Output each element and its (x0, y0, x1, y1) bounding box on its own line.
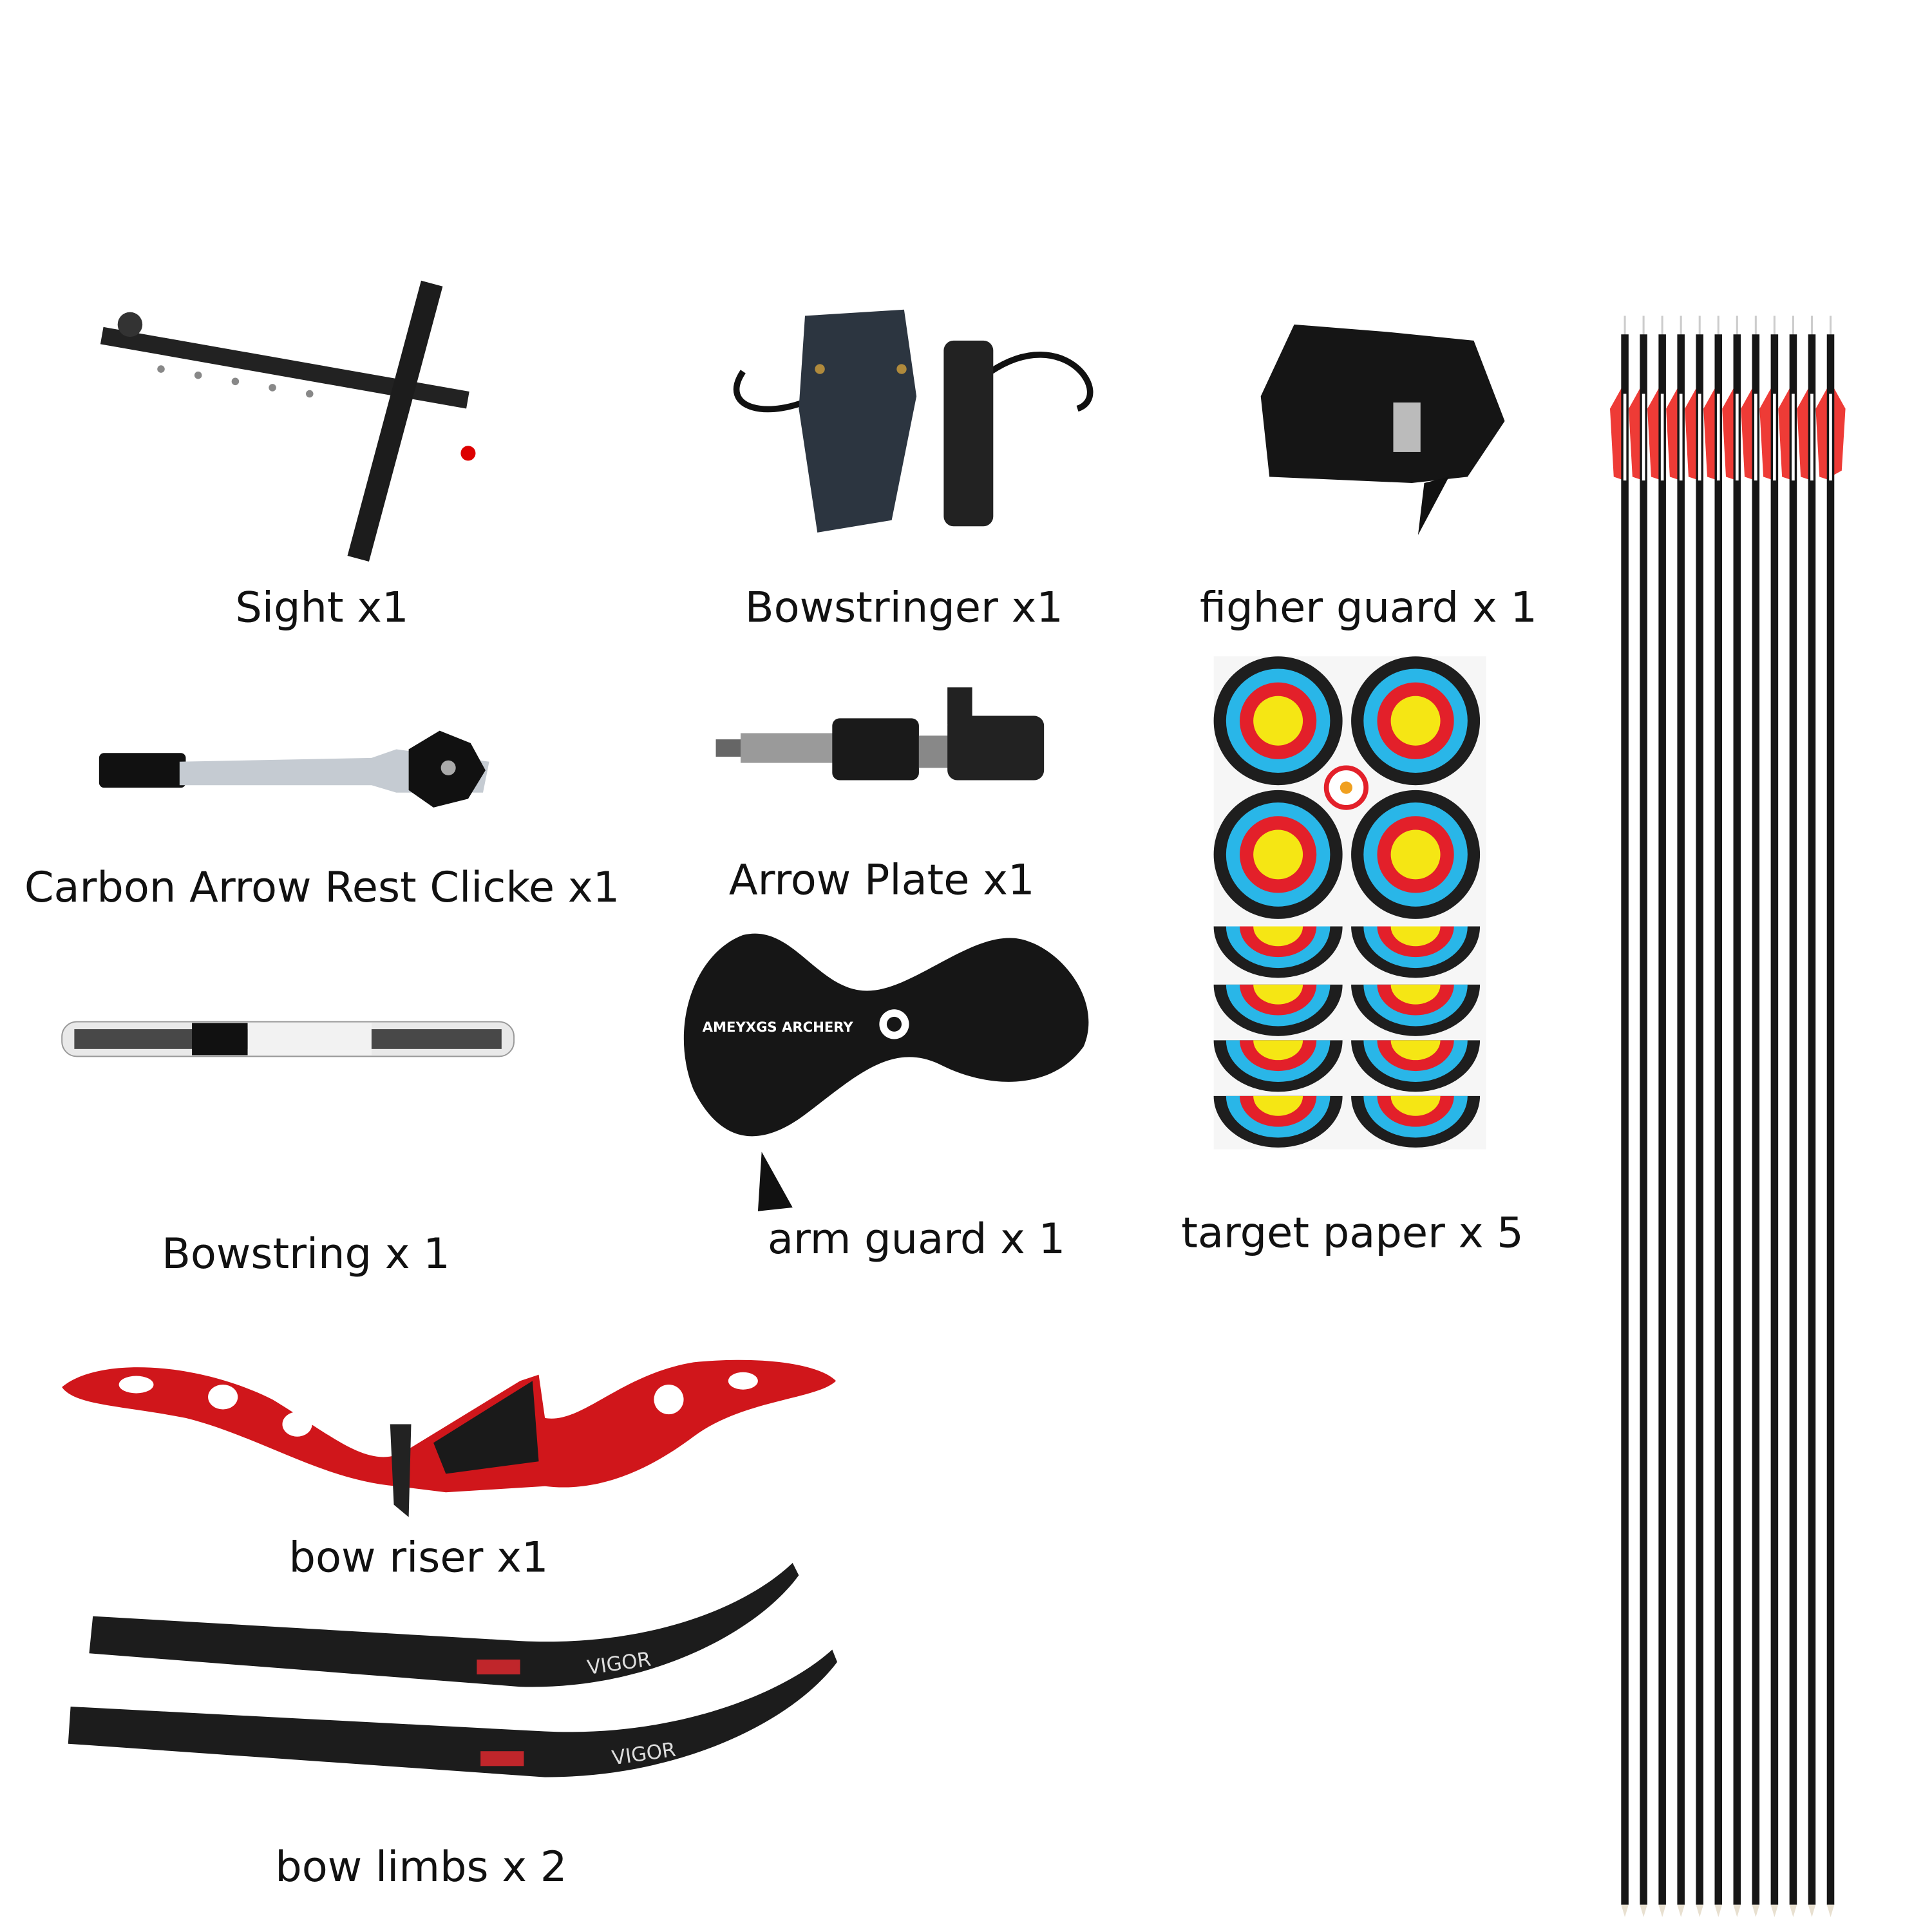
label-arrow-rest-clicker: Carbon Arrow Rest Clicke x1 (24, 863, 620, 912)
target-face (1351, 790, 1481, 919)
label-arm-guard: arm guard x 1 (768, 1215, 1065, 1264)
target-half-face (1351, 984, 1481, 1036)
bow-riser-icon (62, 1359, 837, 1517)
arrow-icon (1685, 316, 1703, 1917)
arm-guard-brand: AMEYXGS ARCHERY (703, 1019, 854, 1035)
arrow-icon (1610, 316, 1629, 1917)
label-finger-guard: figher guard x 1 (1200, 583, 1537, 632)
target-half-face (1213, 984, 1343, 1036)
bow-sight-icon (100, 280, 476, 562)
target-half-face (1351, 1095, 1481, 1148)
arrow-icon (1722, 316, 1741, 1917)
target-paper-icon (1213, 656, 1486, 1150)
arrow-icon (1778, 316, 1797, 1917)
arm-guard-icon: AMEYXGS ARCHERY (683, 933, 1089, 1211)
bow-limbs-icon: VIGOR VIGOR (68, 1562, 837, 1777)
label-arrow-plate: Arrow Plate x1 (729, 855, 1035, 904)
arrow-icon (1647, 316, 1666, 1917)
arrow-icon (1666, 316, 1685, 1917)
arrow-icon (1741, 316, 1760, 1917)
bowstringer-icon (733, 309, 1094, 533)
bowstring-tube-icon (61, 1021, 515, 1057)
target-face (1213, 656, 1343, 786)
label-sight: Sight x1 (235, 583, 408, 632)
label-target-paper: target paper x 5 (1181, 1209, 1524, 1258)
target-half-face (1351, 1040, 1481, 1092)
target-half-face (1213, 926, 1343, 978)
target-half-face (1351, 926, 1481, 978)
label-bow-riser: bow riser x1 (289, 1533, 548, 1582)
target-half-face (1213, 1095, 1343, 1148)
label-bowstringer: Bowstringer x1 (745, 583, 1063, 632)
target-half-face (1213, 1040, 1343, 1092)
arrow-icon (1797, 316, 1816, 1917)
arrow-plate-icon (715, 687, 1045, 781)
arrows-bundle (1610, 316, 1846, 1917)
arrow-icon (1815, 316, 1846, 1917)
finger-guard-icon (1260, 324, 1505, 535)
arrow-rest-clicker-icon (99, 730, 489, 808)
label-bow-limbs: bow limbs x 2 (275, 1842, 567, 1891)
arrow-icon (1703, 316, 1723, 1917)
label-bowstring: Bowstring x 1 (162, 1229, 450, 1278)
target-face (1213, 790, 1343, 919)
arrow-icon (1629, 316, 1647, 1917)
target-face (1351, 656, 1481, 786)
arrow-icon (1759, 316, 1779, 1917)
